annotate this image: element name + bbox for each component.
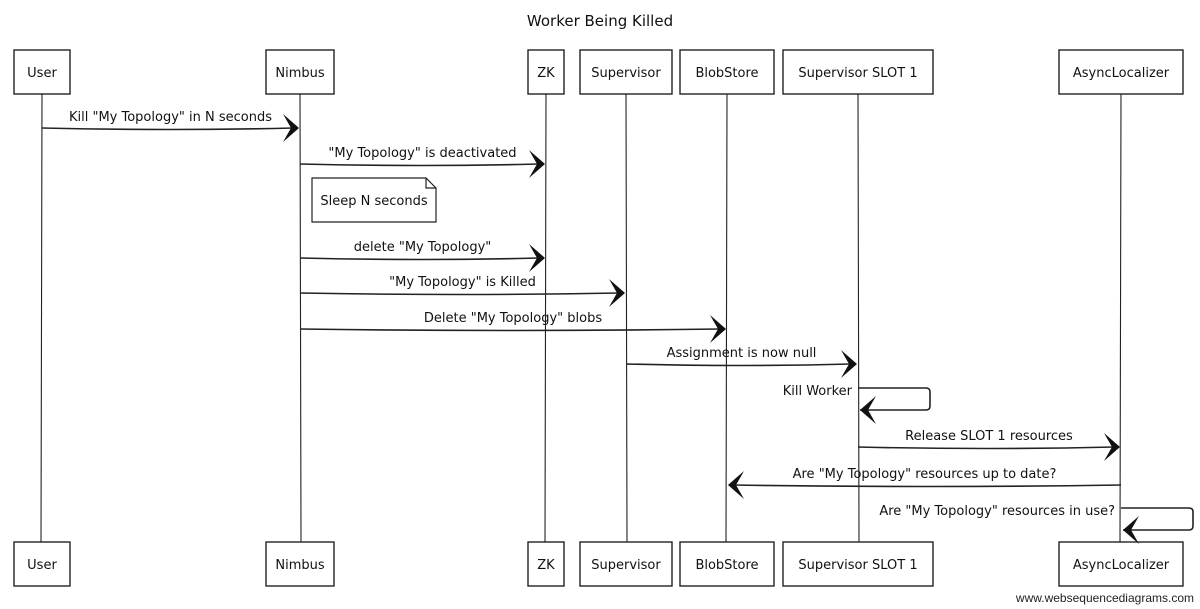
participant-box-frame <box>265 49 335 95</box>
lifeline-supervisor <box>625 93 628 543</box>
message-label: Are "My Topology" resources up to date? <box>793 467 1057 482</box>
participant-box-slot1-bottom: Supervisor SLOT 1 <box>782 541 934 587</box>
participant-label: Supervisor <box>591 558 661 573</box>
participant-box-frame <box>679 541 775 587</box>
event-message-1: Kill "My Topology" in N seconds <box>41 110 299 142</box>
arrowhead <box>841 350 857 378</box>
event-message-9: Release SLOT 1 resources <box>857 429 1120 461</box>
message-label: "My Topology" is deactivated <box>328 146 516 161</box>
watermark: www.websequencediagrams.com <box>1015 591 1194 605</box>
participant-box-blobstore-bottom: BlobStore <box>679 541 775 587</box>
message-line <box>299 292 620 296</box>
message-line <box>299 163 540 167</box>
participant-label: Supervisor SLOT 1 <box>798 66 917 81</box>
arrowhead <box>728 471 744 499</box>
event-self-8: Kill Worker <box>783 384 931 424</box>
diagram-title: Worker Being Killed <box>527 12 673 30</box>
event-message-4: delete "My Topology" <box>299 240 545 272</box>
self-message-line <box>1121 507 1194 531</box>
self-message-line <box>858 387 931 411</box>
message-label: Kill "My Topology" in N seconds <box>69 110 272 125</box>
lifeline-slot1 <box>857 93 860 543</box>
participant-box-zk-bottom: ZK <box>527 541 565 587</box>
arrowhead <box>609 279 625 307</box>
arrowhead <box>1123 516 1139 544</box>
participant-box-frame <box>265 541 335 587</box>
message-label: Delete "My Topology" blobs <box>424 311 602 326</box>
lifeline-async <box>1119 93 1122 543</box>
participant-box-supervisor-top: Supervisor <box>579 49 673 95</box>
participant-box-async-bottom: AsyncLocalizer <box>1058 541 1184 587</box>
participant-headers-bottom: User Nimbus ZK Supervisor BlobStore Superviso… <box>13 541 1184 587</box>
participant-box-user-bottom: User <box>13 541 71 587</box>
participant-label: User <box>27 66 57 81</box>
participant-box-frame <box>1058 49 1184 95</box>
arrowhead <box>283 114 299 142</box>
arrowhead <box>529 150 545 178</box>
participant-label: AsyncLocalizer <box>1073 558 1170 573</box>
participant-box-user-top: User <box>13 49 71 95</box>
participant-box-frame <box>13 49 71 95</box>
message-label: Kill Worker <box>783 384 853 399</box>
lifeline-nimbus <box>299 93 302 543</box>
message-line <box>299 328 721 332</box>
participant-box-frame <box>527 49 565 95</box>
participant-box-frame <box>782 541 934 587</box>
participant-box-slot1-top: Supervisor SLOT 1 <box>782 49 934 95</box>
message-label: "My Topology" is Killed <box>389 275 536 290</box>
note-box <box>311 177 437 223</box>
participant-box-frame <box>13 541 71 587</box>
arrowhead <box>1104 433 1120 461</box>
note-label: Sleep N seconds <box>320 194 427 209</box>
message-label: delete "My Topology" <box>354 240 492 255</box>
participant-label: ZK <box>537 558 555 573</box>
message-label: Release SLOT 1 resources <box>905 429 1073 444</box>
participant-box-nimbus-bottom: Nimbus <box>265 541 335 587</box>
arrowhead <box>710 315 726 343</box>
event-message-2: "My Topology" is deactivated <box>299 146 545 178</box>
event-self-11: Are "My Topology" resources in use? <box>879 504 1194 544</box>
participant-label: BlobStore <box>695 66 758 81</box>
participant-box-frame <box>679 49 775 95</box>
lifeline-user <box>40 93 43 543</box>
message-line <box>733 484 1122 488</box>
message-line <box>41 127 294 131</box>
participant-box-frame <box>1058 541 1184 587</box>
participant-box-frame <box>782 49 934 95</box>
participant-label: Nimbus <box>275 66 324 81</box>
participant-label: Nimbus <box>275 558 324 573</box>
lifeline-blobstore <box>725 93 728 543</box>
participant-label: ZK <box>537 66 555 81</box>
participant-label: Supervisor SLOT 1 <box>798 558 917 573</box>
participant-box-frame <box>579 49 673 95</box>
events: Kill "My Topology" in N seconds "My Topol… <box>41 110 1194 544</box>
participant-box-zk-top: ZK <box>527 49 565 95</box>
participant-label: User <box>27 558 57 573</box>
message-line <box>857 446 1115 450</box>
message-line <box>625 363 852 367</box>
participant-box-supervisor-bottom: Supervisor <box>579 541 673 587</box>
participant-label: AsyncLocalizer <box>1073 66 1170 81</box>
participant-label: BlobStore <box>695 558 758 573</box>
event-message-5: "My Topology" is Killed <box>299 275 625 307</box>
arrowhead <box>529 244 545 272</box>
event-message-7: Assignment is now null <box>625 346 857 378</box>
participant-box-frame <box>527 541 565 587</box>
lifeline-zk <box>544 93 547 543</box>
participant-box-frame <box>579 541 673 587</box>
arrowhead <box>860 396 876 424</box>
participant-label: Supervisor <box>591 66 661 81</box>
event-message-6: Delete "My Topology" blobs <box>299 311 726 343</box>
message-label: Are "My Topology" resources in use? <box>879 504 1115 519</box>
message-label: Assignment is now null <box>667 346 817 361</box>
event-message-10: Are "My Topology" resources up to date? <box>728 467 1122 499</box>
participant-headers-top: User Nimbus ZK Supervisor BlobStore Superviso… <box>13 49 1184 95</box>
participant-box-async-top: AsyncLocalizer <box>1058 49 1184 95</box>
participant-box-blobstore-top: BlobStore <box>679 49 775 95</box>
message-line <box>299 257 540 261</box>
participant-box-nimbus-top: Nimbus <box>265 49 335 95</box>
lifelines <box>40 93 1122 543</box>
event-note-3: Sleep N seconds <box>311 177 437 223</box>
